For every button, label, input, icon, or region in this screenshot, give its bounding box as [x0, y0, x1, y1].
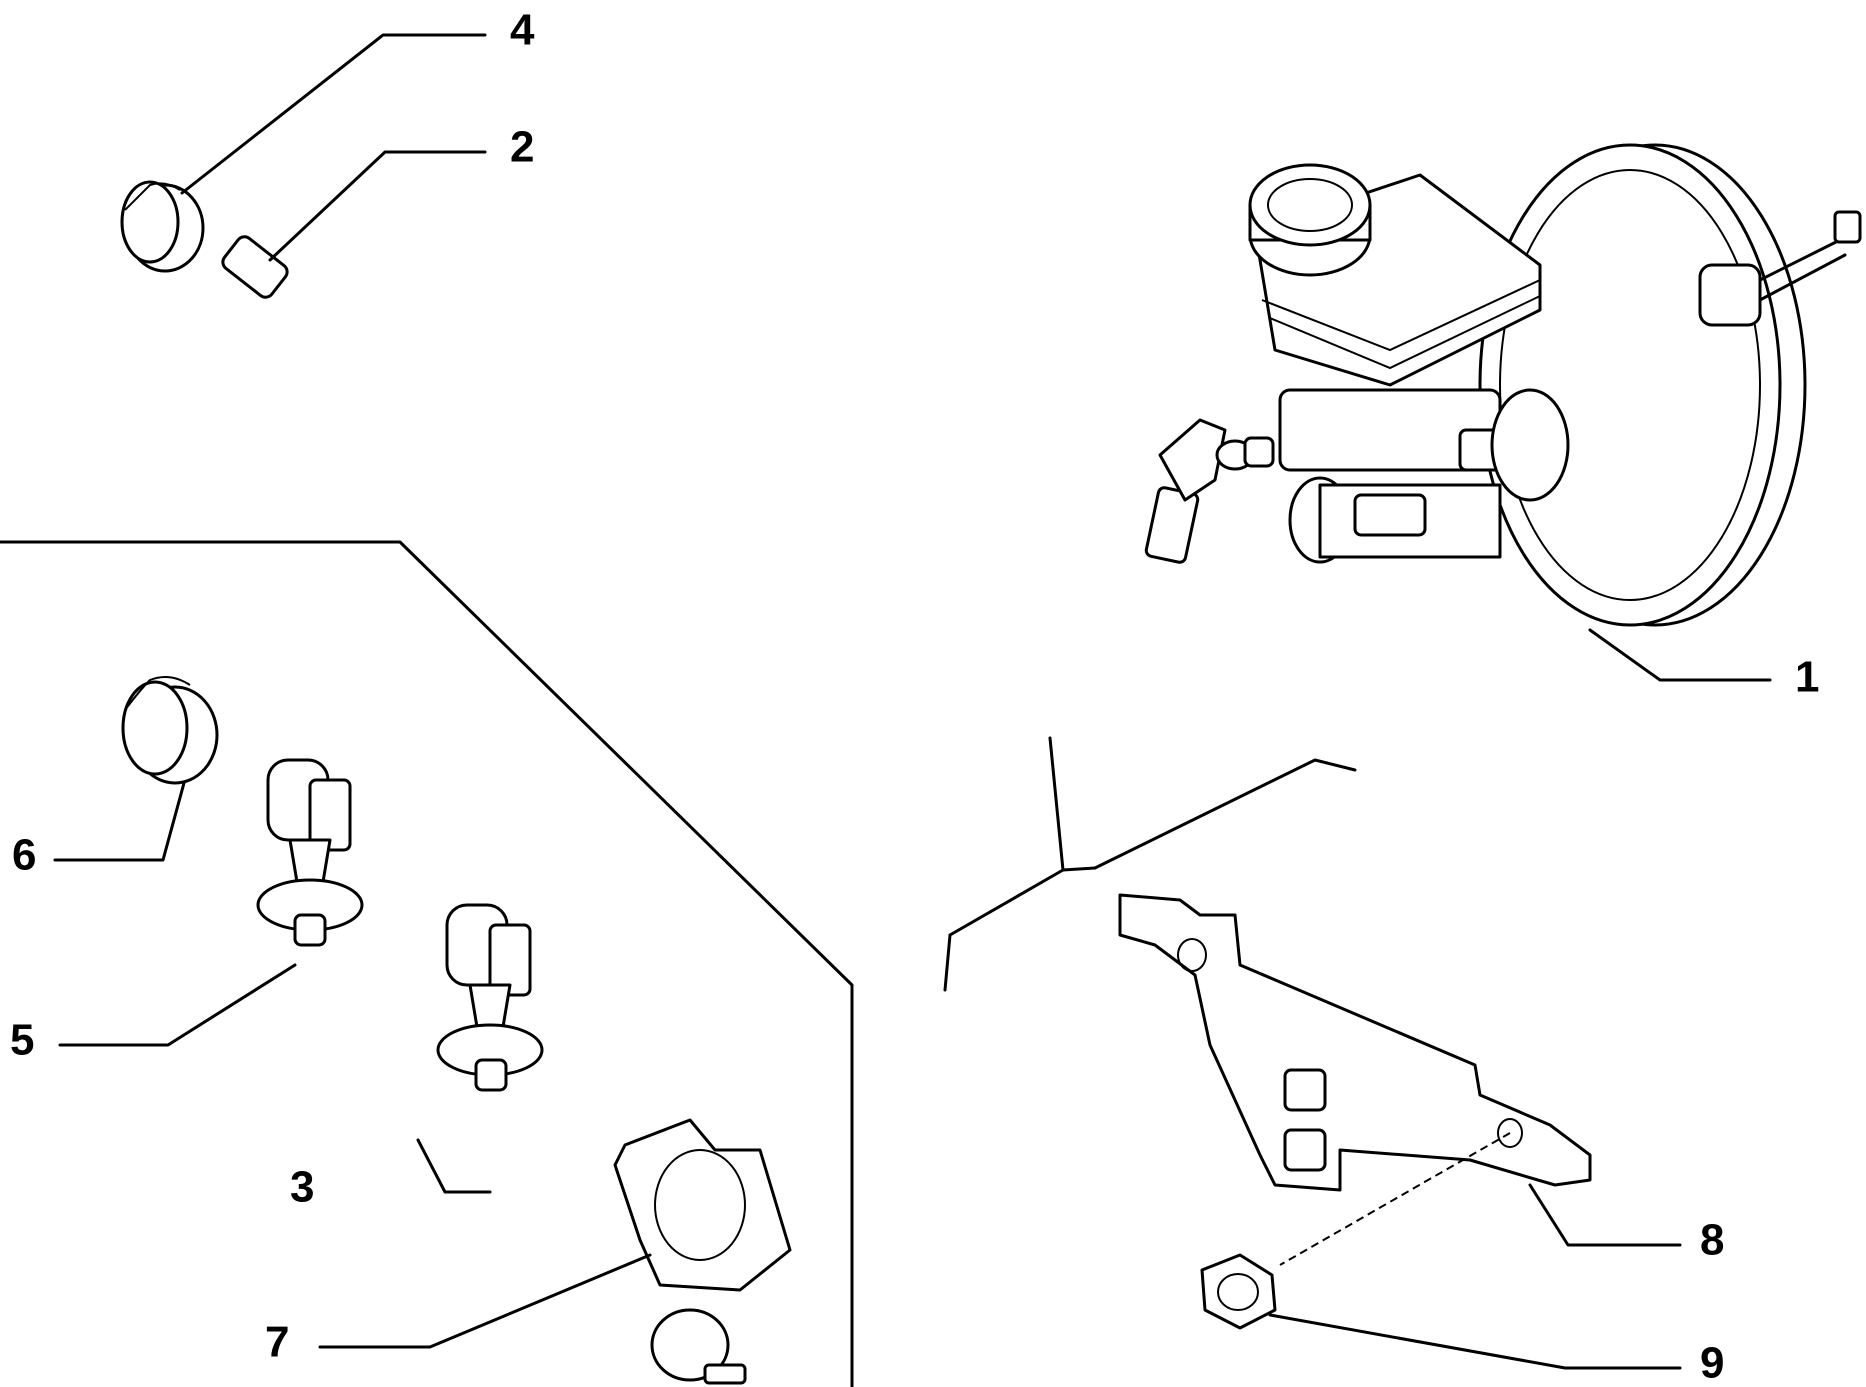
pipe-clip-holder-lower[interactable] — [436, 903, 544, 1092]
brake-pipe[interactable] — [220, 234, 1275, 717]
pipe-clip-holder-upper[interactable] — [256, 758, 364, 947]
callout-9: 9 — [1700, 1339, 1724, 1387]
brake-servo-assembly[interactable] — [1248, 143, 1862, 627]
callout-1: 1 — [1795, 653, 1819, 702]
callout-5: 5 — [10, 1016, 34, 1065]
double-pipe-clip[interactable] — [613, 1118, 792, 1385]
callout-3: 3 — [290, 1163, 314, 1212]
pipe-clip-ring-top[interactable] — [120, 180, 205, 273]
callout-labels: 1 2 3 4 5 6 7 8 9 — [10, 6, 1819, 1387]
callout-6: 6 — [12, 831, 36, 880]
callout-2: 2 — [510, 123, 534, 172]
callout-8: 8 — [1700, 1216, 1724, 1265]
pipe-clip-ring[interactable] — [121, 675, 219, 785]
inset-panel-border — [0, 540, 854, 1387]
mounting-bracket[interactable] — [1118, 893, 1592, 1192]
leader-lines — [53, 33, 1772, 1370]
hex-nut[interactable] — [1200, 1253, 1277, 1330]
callout-4: 4 — [510, 6, 535, 55]
callout-7: 7 — [265, 1318, 289, 1367]
